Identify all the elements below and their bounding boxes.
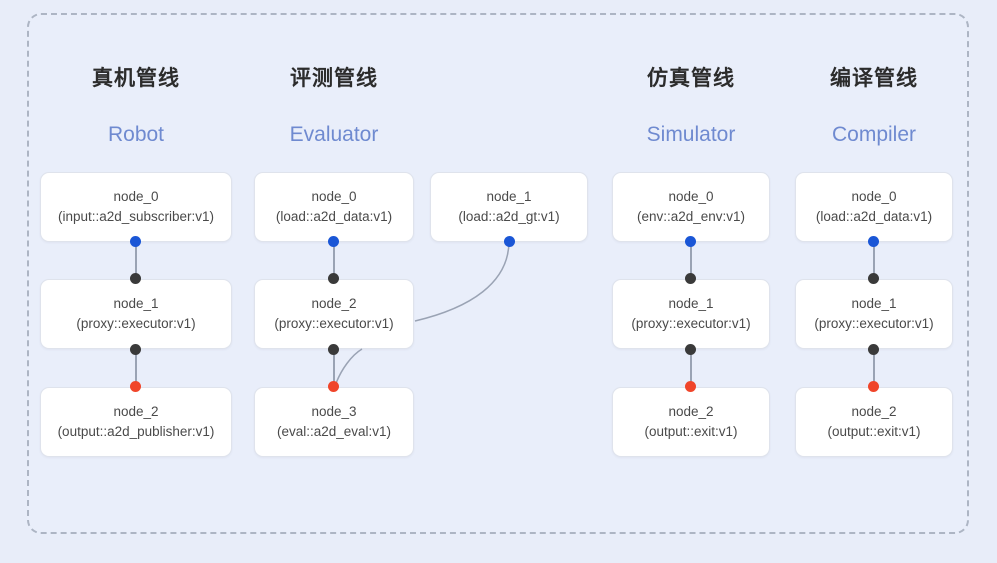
node-name: node_3 xyxy=(311,404,357,419)
port-compiler-0-out[interactable] xyxy=(868,236,879,247)
node-robot-1[interactable]: node_1 (proxy::executor:v1) xyxy=(40,279,232,349)
node-name: node_0 xyxy=(851,189,897,204)
node-evaluator-3[interactable]: node_3 (eval::a2d_eval:v1) xyxy=(254,387,414,457)
node-compiler-0[interactable]: node_0 (load::a2d_data:v1) xyxy=(795,172,953,242)
node-name: node_1 xyxy=(113,296,159,311)
node-evaluator-2[interactable]: node_2 (proxy::executor:v1) xyxy=(254,279,414,349)
node-simulator-2[interactable]: node_2 (output::exit:v1) xyxy=(612,387,770,457)
edge-robot-0-1 xyxy=(135,241,137,279)
edge-evaluator-2-3 xyxy=(333,349,335,387)
node-name: node_0 xyxy=(668,189,714,204)
node-type: (proxy::executor:v1) xyxy=(76,316,196,331)
column-title-cn-simulator: 仿真管线 xyxy=(647,67,735,90)
node-evaluator-gt[interactable]: node_1 (load::a2d_gt:v1) xyxy=(430,172,588,242)
port-compiler-1-out[interactable] xyxy=(868,344,879,355)
node-name: node_1 xyxy=(851,296,897,311)
port-simulator-1-in[interactable] xyxy=(685,273,696,284)
column-title-en-compiler: Compiler xyxy=(831,123,917,146)
node-type: (input::a2d_subscriber:v1) xyxy=(57,209,215,224)
node-name: node_0 xyxy=(311,189,357,204)
node-robot-0[interactable]: node_0 (input::a2d_subscriber:v1) xyxy=(40,172,232,242)
port-compiler-2-in[interactable] xyxy=(868,381,879,392)
node-compiler-2[interactable]: node_2 (output::exit:v1) xyxy=(795,387,953,457)
port-simulator-0-out[interactable] xyxy=(685,236,696,247)
column-title-en-robot: Robot xyxy=(107,123,165,146)
node-type: (load::a2d_data:v1) xyxy=(275,209,393,224)
column-title-en-simulator: Simulator xyxy=(646,123,736,146)
port-evaluator-2-out[interactable] xyxy=(328,344,339,355)
node-type: (output::a2d_publisher:v1) xyxy=(57,424,215,439)
edge-evaluator-0-2 xyxy=(333,241,335,279)
node-type: (proxy::executor:v1) xyxy=(631,316,751,331)
port-robot-1-out[interactable] xyxy=(130,344,141,355)
node-name: node_2 xyxy=(851,404,897,419)
node-name: node_1 xyxy=(668,296,714,311)
node-type: (env::a2d_env:v1) xyxy=(636,209,746,224)
node-compiler-1[interactable]: node_1 (proxy::executor:v1) xyxy=(795,279,953,349)
port-evaluator-2-in[interactable] xyxy=(328,273,339,284)
edge-compiler-1-2 xyxy=(873,349,875,387)
port-robot-0-out[interactable] xyxy=(130,236,141,247)
node-type: (proxy::executor:v1) xyxy=(274,316,394,331)
node-name: node_2 xyxy=(668,404,714,419)
edge-simulator-1-2 xyxy=(690,349,692,387)
node-simulator-0[interactable]: node_0 (env::a2d_env:v1) xyxy=(612,172,770,242)
node-name: node_2 xyxy=(113,404,159,419)
node-name: node_0 xyxy=(113,189,159,204)
column-title-cn-robot: 真机管线 xyxy=(92,67,180,90)
port-robot-2-in[interactable] xyxy=(130,381,141,392)
port-evaluator-0-out[interactable] xyxy=(328,236,339,247)
node-type: (eval::a2d_eval:v1) xyxy=(276,424,392,439)
column-title-en-evaluator: Evaluator xyxy=(289,123,379,146)
port-compiler-1-in[interactable] xyxy=(868,273,879,284)
port-evaluator-3-in[interactable] xyxy=(328,381,339,392)
node-type: (load::a2d_gt:v1) xyxy=(458,209,560,224)
column-title-cn-evaluator: 评测管线 xyxy=(290,67,378,90)
node-name: node_2 xyxy=(311,296,357,311)
node-simulator-1[interactable]: node_1 (proxy::executor:v1) xyxy=(612,279,770,349)
column-title-cn-compiler: 编译管线 xyxy=(830,67,918,90)
node-type: (load::a2d_data:v1) xyxy=(815,209,933,224)
edge-compiler-0-1 xyxy=(873,241,875,279)
node-type: (output::exit:v1) xyxy=(644,424,738,439)
node-name: node_1 xyxy=(486,189,532,204)
node-evaluator-0[interactable]: node_0 (load::a2d_data:v1) xyxy=(254,172,414,242)
port-robot-1-in[interactable] xyxy=(130,273,141,284)
node-type: (proxy::executor:v1) xyxy=(814,316,934,331)
edge-simulator-0-1 xyxy=(690,241,692,279)
node-type: (output::exit:v1) xyxy=(827,424,921,439)
port-evaluator-gt-out[interactable] xyxy=(504,236,515,247)
node-robot-2[interactable]: node_2 (output::a2d_publisher:v1) xyxy=(40,387,232,457)
port-simulator-1-out[interactable] xyxy=(685,344,696,355)
edge-robot-1-2 xyxy=(135,349,137,387)
port-simulator-2-in[interactable] xyxy=(685,381,696,392)
